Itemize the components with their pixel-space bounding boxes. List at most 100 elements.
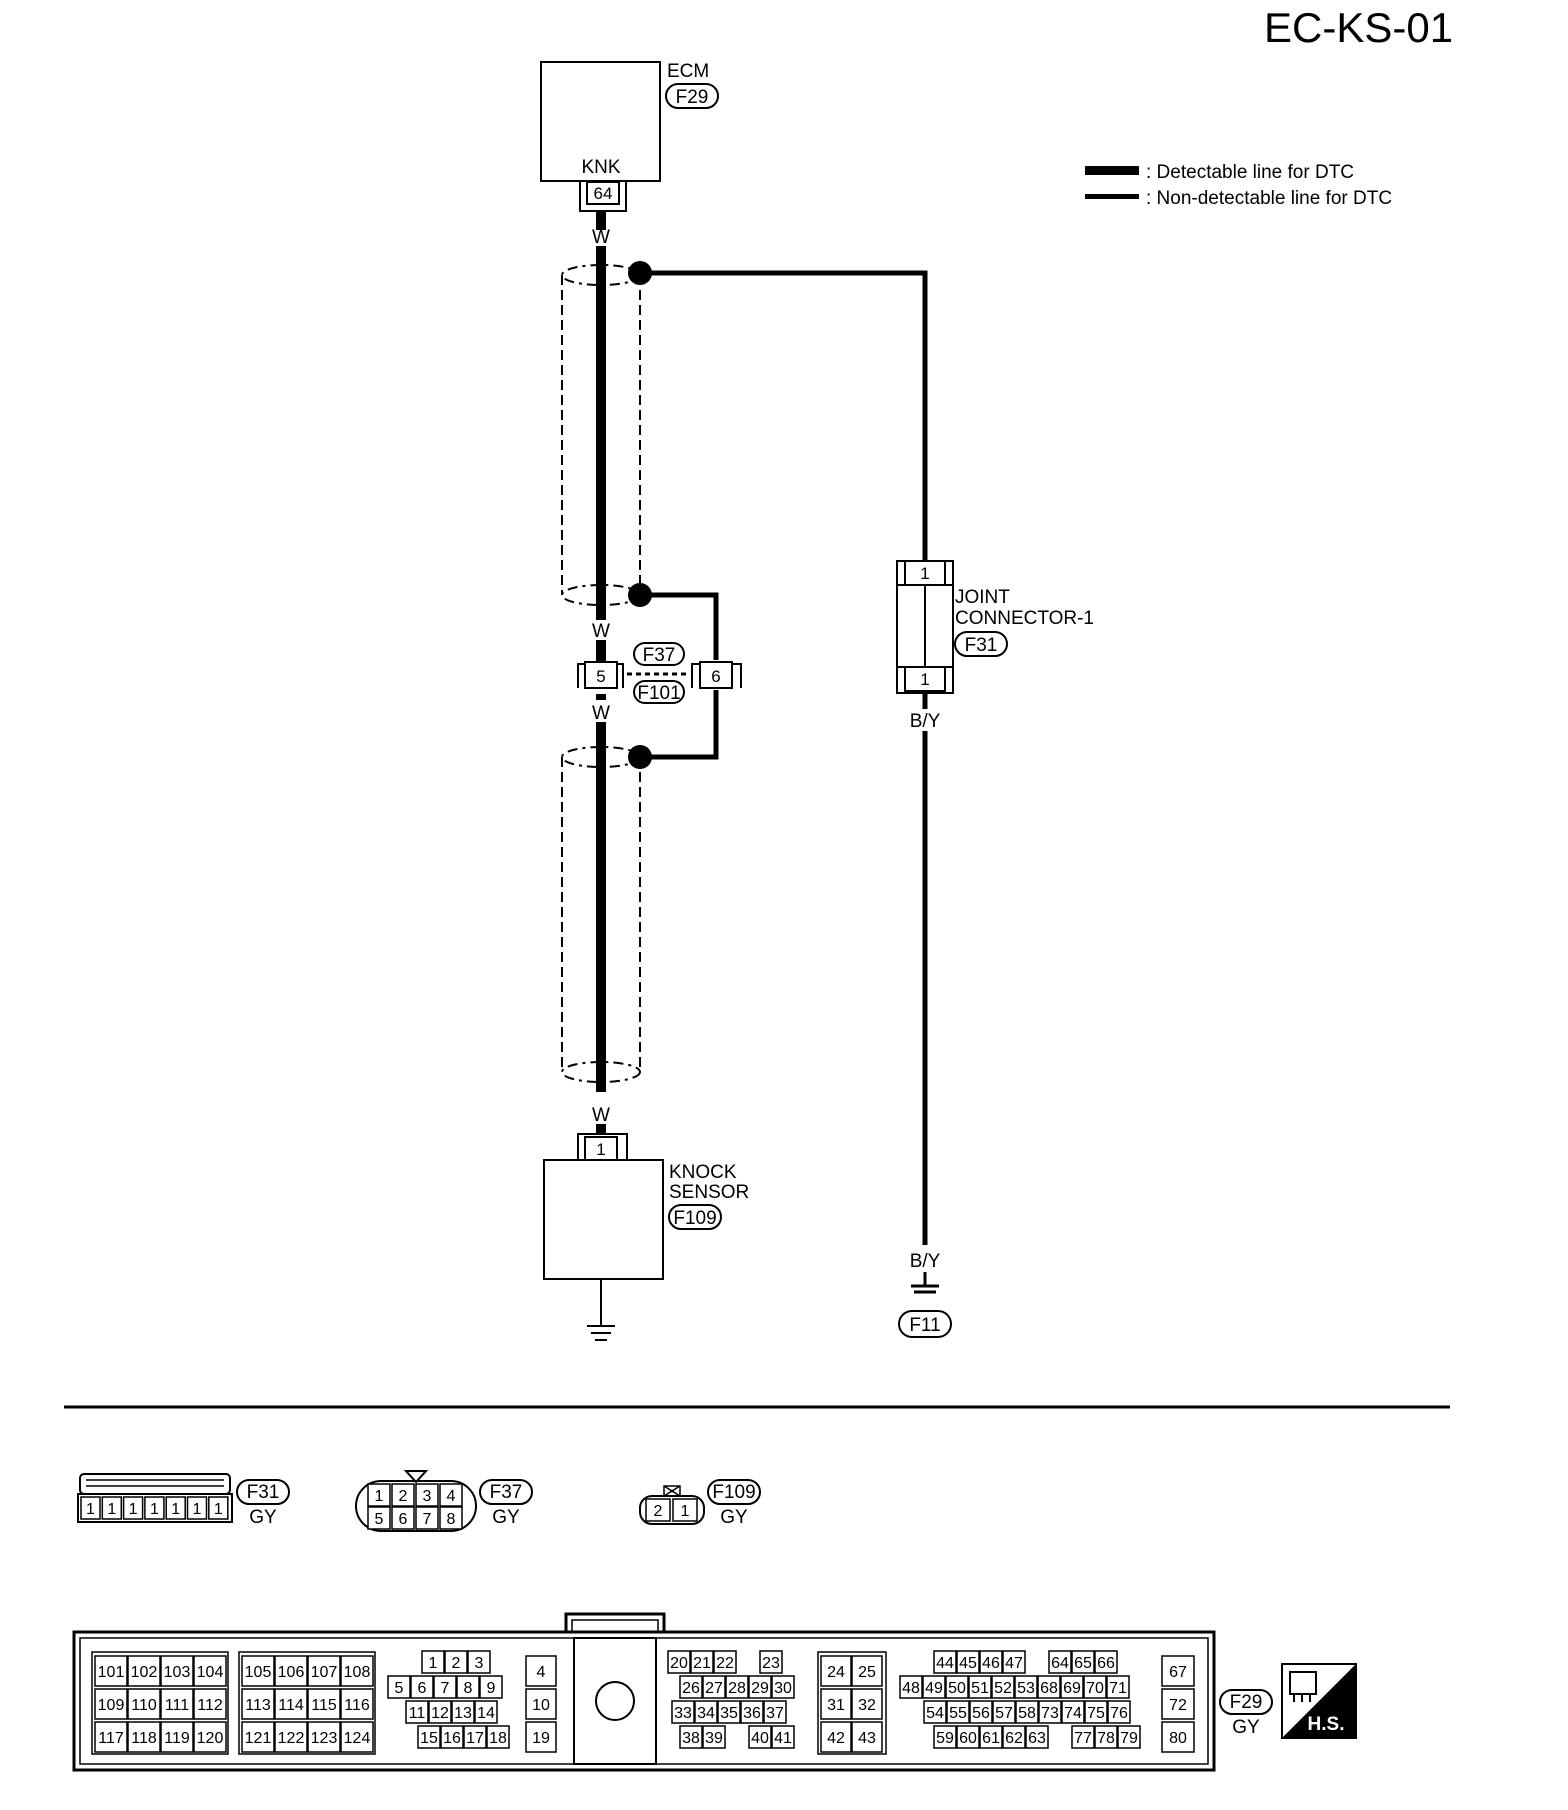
f109-badge xyxy=(707,1479,761,1505)
ecm-terminal-name: KNK xyxy=(581,157,620,178)
f37-color: GY xyxy=(492,1507,520,1528)
f29-g7-1-6: 68 xyxy=(1040,1680,1058,1697)
f29-g1-1-0: 109 xyxy=(98,1697,125,1714)
f29-g5-0-2: 22 xyxy=(716,1655,734,1672)
f29-g5-0-4-box xyxy=(759,1650,783,1674)
f31-pin-2-box xyxy=(122,1496,144,1520)
knock-sensor-bracket xyxy=(577,1133,628,1160)
f31-pin-4: 1 xyxy=(171,1501,180,1518)
f37-top-pin-1-box xyxy=(391,1483,415,1507)
joint-connector-name-2: CONNECTOR-1 xyxy=(955,608,1094,629)
f29-g7-2-6: 74 xyxy=(1064,1705,1082,1722)
f29-g3-2-0: 11 xyxy=(409,1705,426,1722)
f29-g7-1-8: 70 xyxy=(1086,1680,1104,1697)
f29-g5-1-4: 30 xyxy=(774,1680,792,1697)
f37-badge xyxy=(479,1479,533,1505)
f29-g6-1-0: 31 xyxy=(827,1697,845,1714)
f29-g2-1-3-box xyxy=(340,1688,374,1720)
f37-top-pin-0: 1 xyxy=(375,1488,384,1505)
f29-g1-0-3: 104 xyxy=(197,1664,224,1681)
f29-g6-1-0-box xyxy=(820,1688,852,1720)
f29-g3-3-1: 16 xyxy=(443,1730,461,1747)
f29-g7-1-5: 53 xyxy=(1017,1680,1035,1697)
f31-color: GY xyxy=(249,1507,277,1528)
f29-g7-0-2-box xyxy=(979,1650,1003,1674)
f29-g7-2-1-box xyxy=(946,1700,970,1724)
f29-g2-1-0-box xyxy=(241,1688,275,1720)
wire-label-gap-by-2 xyxy=(910,1249,940,1271)
ground-badge xyxy=(898,1310,952,1338)
f109-color: GY xyxy=(720,1507,748,1528)
f29-g3-3-0-box xyxy=(417,1725,441,1749)
joint-connector-badge xyxy=(954,631,1008,657)
f29-g7-1-0-box xyxy=(899,1675,923,1699)
f29-g5-3-3: 40 xyxy=(751,1730,769,1747)
f29-g1-1-0-box xyxy=(94,1688,128,1720)
inline-connector-pin-b-box xyxy=(699,661,733,689)
legend: : Detectable line for DTC : Non-detectab… xyxy=(1085,162,1392,209)
connector-id-f101: F101 xyxy=(637,683,680,704)
f29-color: GY xyxy=(1232,1717,1260,1738)
knock-sensor-box xyxy=(543,1159,664,1280)
f29-g7-2-2-box xyxy=(969,1700,993,1724)
f29-g5-2-3-box xyxy=(740,1700,764,1724)
f29-g1-2-0-box xyxy=(94,1721,128,1753)
knock-sensor-name-2: SENSOR xyxy=(669,1182,749,1203)
f31-pin-6: 1 xyxy=(214,1501,223,1518)
legend-non-detectable-text: : Non-detectable line for DTC xyxy=(1146,188,1392,209)
f29-g7-2-6-box xyxy=(1061,1700,1085,1724)
f29-g5-2-0: 33 xyxy=(674,1705,692,1722)
f29-g7-0-1: 45 xyxy=(959,1655,977,1672)
f29-g7-1-6-box xyxy=(1037,1675,1061,1699)
f29-g6-2-0-box xyxy=(820,1721,852,1753)
knock-sensor-pin: 1 xyxy=(596,1140,605,1159)
f31-id: F31 xyxy=(247,1482,280,1503)
f29-g2-2-2: 123 xyxy=(311,1730,338,1747)
f29-g7-3-4: 63 xyxy=(1028,1730,1046,1747)
legend-detectable-text: : Detectable line for DTC xyxy=(1146,162,1354,183)
f29-g2-1-3: 116 xyxy=(344,1697,370,1714)
f29-g2-2-3-box xyxy=(340,1721,374,1753)
f29-housing xyxy=(72,1630,1216,1772)
f29-g7-0-5-box xyxy=(1048,1650,1072,1674)
f29-g4-2-box xyxy=(525,1721,557,1753)
f29-g3-2-2-box xyxy=(451,1700,475,1724)
f29-g7-0-3-box xyxy=(1002,1650,1026,1674)
f29-g6-2-0: 42 xyxy=(827,1730,845,1747)
f29-g4-1: 10 xyxy=(532,1697,550,1714)
f37-top-pin-2-box xyxy=(415,1483,439,1507)
f29-g5-0-1: 21 xyxy=(693,1655,711,1672)
joint-connector-id: F31 xyxy=(965,635,998,656)
f29-g4-1-box xyxy=(525,1688,557,1720)
f29-g4-0: 4 xyxy=(537,1664,546,1681)
f29-g6-0-1: 25 xyxy=(858,1664,876,1681)
f29-g7-3-1: 60 xyxy=(959,1730,977,1747)
f29-g4-2: 19 xyxy=(532,1730,550,1747)
shield-drain-lines xyxy=(640,270,928,1245)
f37-top-pin-2: 3 xyxy=(423,1488,432,1505)
f29-g7-1-0: 48 xyxy=(902,1680,920,1697)
f29-g7-3-3: 62 xyxy=(1005,1730,1023,1747)
f29-g1-2-0: 117 xyxy=(98,1730,124,1747)
f29-g7-3-0-box xyxy=(933,1725,957,1749)
f29-g6-0-0-box xyxy=(820,1655,852,1687)
f29-g7-3-4-box xyxy=(1025,1725,1049,1749)
f29-g2-1-0: 113 xyxy=(245,1697,271,1714)
f37-bottom-pin-2: 7 xyxy=(423,1511,432,1528)
f29-g1-2-3-box xyxy=(193,1721,227,1753)
inline-connector-pin-a: 5 xyxy=(596,667,605,686)
f37-bottom-pin-0-box xyxy=(367,1506,391,1530)
f29-g7-2-5: 73 xyxy=(1041,1705,1059,1722)
f29-g6-0-1-box xyxy=(851,1655,883,1687)
f29-g3-2-1-box xyxy=(428,1700,452,1724)
ecm-connector-id: F29 xyxy=(676,87,709,108)
f109-pin-1: 1 xyxy=(681,1503,690,1520)
f29-g1-1-2: 111 xyxy=(165,1697,189,1714)
f29-g7-1-7: 69 xyxy=(1063,1680,1081,1697)
f29-g3-2-1: 12 xyxy=(431,1705,449,1722)
f29-g2-2-1-box xyxy=(274,1721,308,1753)
f29-g7-2-4-box xyxy=(1015,1700,1039,1724)
ground-connector-id: F11 xyxy=(909,1315,940,1336)
f29-g5-0-2-box xyxy=(713,1650,737,1674)
f29-g7-2-7-box xyxy=(1084,1700,1108,1724)
